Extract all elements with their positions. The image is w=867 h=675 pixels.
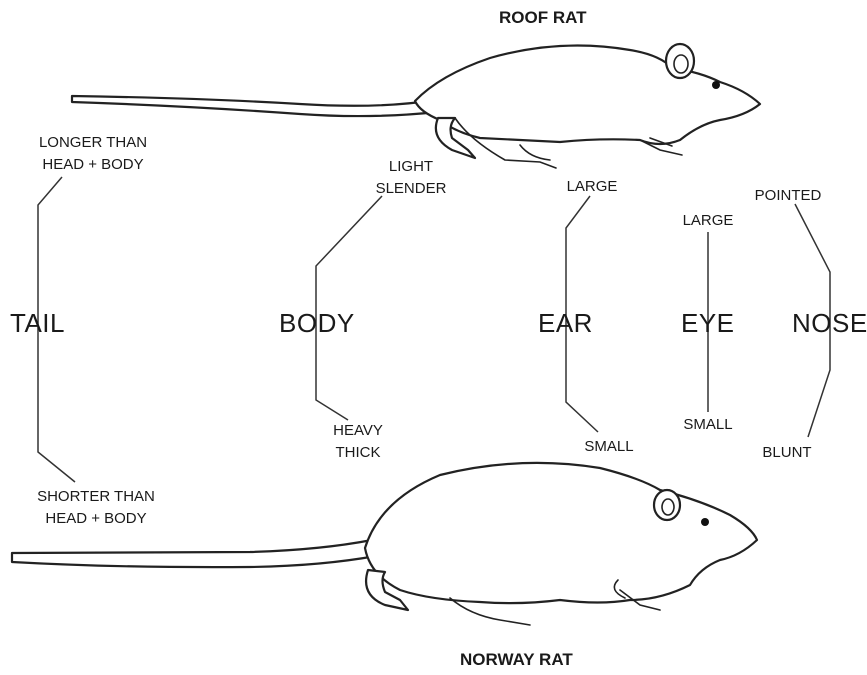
roof-rat-title: ROOF RAT xyxy=(499,8,587,28)
norway-rat-title: NORWAY RAT xyxy=(460,650,573,670)
tail-heading: TAIL xyxy=(10,308,65,339)
roof-rat-eye xyxy=(712,81,720,89)
roof-rat-body xyxy=(415,46,760,145)
tail-top-label: LONGER THAN HEAD + BODY xyxy=(26,132,160,176)
eye-top-label: LARGE xyxy=(672,210,744,232)
ear-top-label: LARGE xyxy=(556,176,628,198)
nose-bottom-label: BLUNT xyxy=(752,442,822,464)
ear-bottom-label: SMALL xyxy=(576,436,642,458)
nose-heading: NOSE xyxy=(792,308,867,339)
body-top-label: LIGHT SLENDER xyxy=(365,156,457,200)
norway-rat-eye xyxy=(701,518,709,526)
eye-bottom-label: SMALL xyxy=(672,414,744,436)
body-heading: BODY xyxy=(279,308,355,339)
roof-rat-tail xyxy=(72,96,438,116)
eye-heading: EYE xyxy=(681,308,735,339)
norway-rat-tail xyxy=(12,540,376,567)
tail-bottom-label: SHORTER THAN HEAD + BODY xyxy=(26,486,166,530)
body-bottom-label: HEAVY THICK xyxy=(325,420,391,464)
ear-heading: EAR xyxy=(538,308,593,339)
roof-rat-illustration xyxy=(72,44,760,168)
norway-rat-body xyxy=(365,463,757,603)
nose-top-label: POINTED xyxy=(744,185,832,207)
